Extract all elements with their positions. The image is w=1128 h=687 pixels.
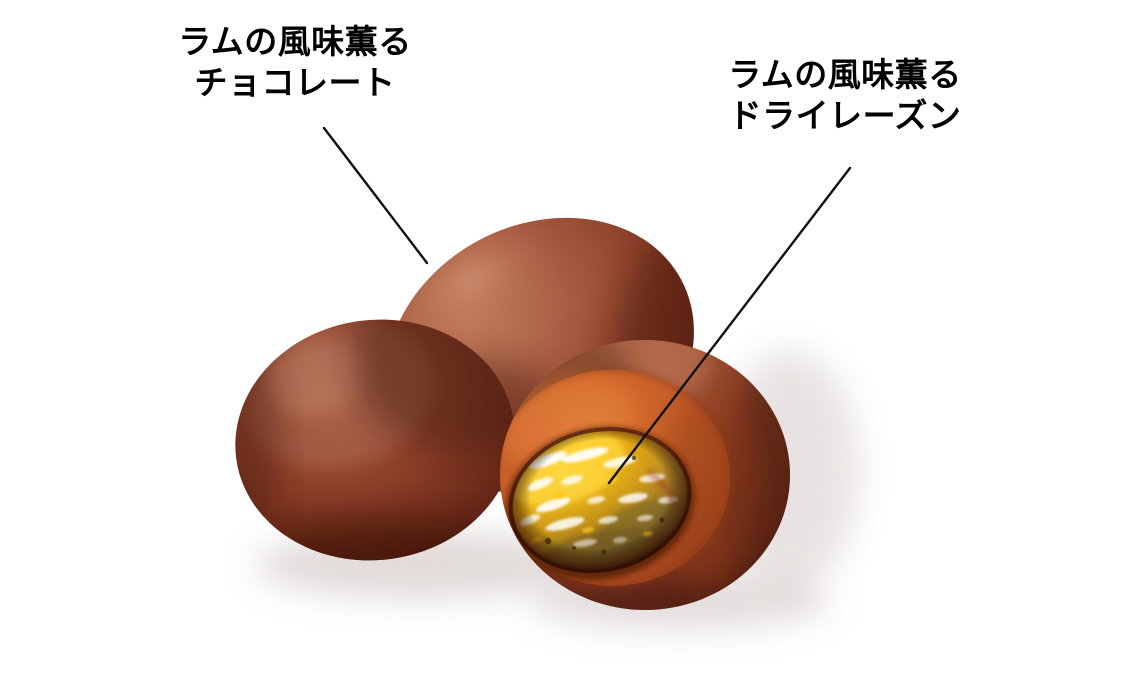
raisin-cavity xyxy=(504,426,701,584)
callout-chocolate: ラムの風味薫る チョコレート xyxy=(150,22,440,104)
raisin-core xyxy=(505,427,701,584)
callout-chocolate-line2: チョコレート xyxy=(194,62,396,102)
callout-raisin-line2: ドライレーズン xyxy=(728,95,962,135)
callout-raisin: ラムの風味薫る ドライレーズン xyxy=(700,55,990,137)
leader-line-chocolate xyxy=(322,126,429,265)
leader-line-raisin xyxy=(607,166,852,485)
cut-face-inner-chocolate xyxy=(500,367,760,590)
leader-lines xyxy=(322,126,852,485)
callout-chocolate-line1: ラムの風味薫る xyxy=(178,22,412,61)
callout-raisin-line1: ラムの風味薫る xyxy=(728,55,962,94)
